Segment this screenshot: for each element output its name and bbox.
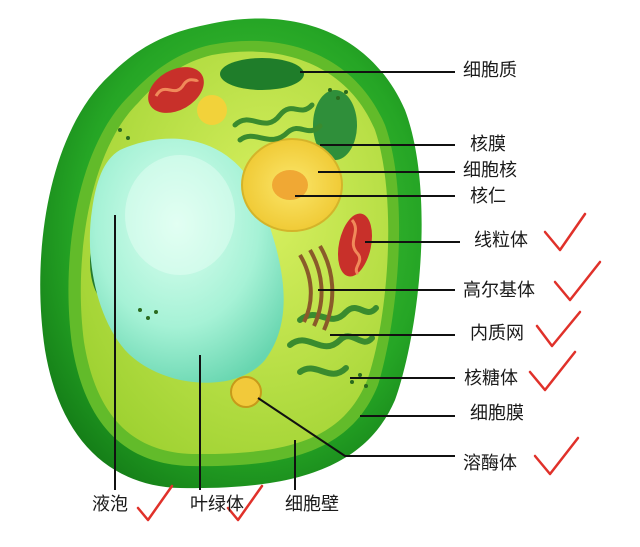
label-ribosome: 核糖体	[464, 368, 518, 389]
check-golgi	[553, 260, 602, 302]
er-shape	[297, 365, 349, 377]
label-cytoplasm: 细胞质	[463, 60, 517, 81]
golgi-shape	[298, 253, 313, 323]
label-er: 内质网	[470, 323, 524, 344]
vacuole-highlight	[125, 155, 235, 275]
golgi-shape	[318, 244, 335, 331]
er-shape	[287, 333, 375, 350]
checkmarks	[136, 212, 602, 522]
label-golgi: 高尔基体	[463, 280, 535, 301]
lysosome-shape	[230, 376, 262, 408]
check-lysosome	[533, 436, 580, 476]
mitochondrion-crista	[350, 219, 362, 276]
vacuole-shape	[89, 138, 284, 383]
label-nuclear-membrane: 核膜	[470, 134, 506, 155]
label-cell-wall: 细胞壁	[285, 494, 339, 515]
vesicle-shape	[197, 95, 227, 125]
check-vacuole	[136, 484, 174, 522]
check-ribosome	[528, 350, 577, 392]
label-vacuole: 液泡	[92, 494, 128, 515]
check-chloroplast	[226, 484, 264, 522]
nucleolus-shape	[272, 170, 308, 200]
er-shape	[297, 305, 379, 323]
label-nucleus: 细胞核	[463, 160, 517, 181]
ribosomes	[118, 88, 368, 388]
label-mitochondrion: 线粒体	[474, 230, 528, 251]
label-lysosome: 溶酶体	[463, 453, 517, 474]
mitochondrion-shape	[337, 213, 373, 277]
chloroplast-shape	[313, 90, 357, 160]
mitochondrion-crista	[154, 78, 200, 97]
label-cell-membrane: 细胞膜	[470, 403, 524, 424]
label-nucleolus: 核仁	[470, 186, 506, 207]
er-shape	[237, 123, 323, 143]
leader-lines	[114, 71, 460, 490]
check-er	[535, 310, 582, 348]
check-mitochondrion	[543, 212, 587, 252]
golgi-shape	[308, 248, 324, 327]
chloroplast-shape	[220, 58, 304, 90]
er-shape	[232, 102, 315, 128]
label-chloroplast: 叶绿体	[190, 494, 244, 515]
leader-lysosome	[257, 397, 455, 457]
